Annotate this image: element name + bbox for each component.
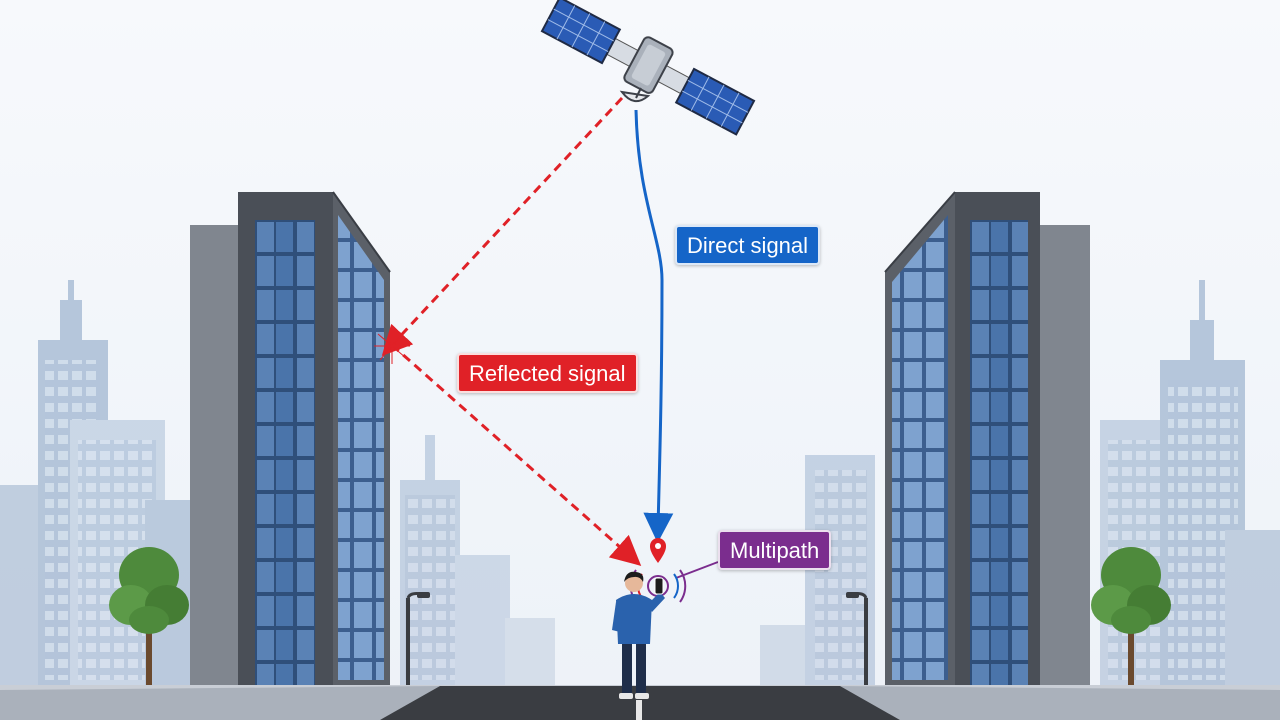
tree-icon: [109, 547, 189, 685]
right-building: [884, 191, 1090, 685]
direct-signal-label: Direct signal: [675, 225, 821, 265]
tree-icon: [1091, 547, 1171, 685]
satellite-icon: [540, 0, 756, 136]
multipath-label: Multipath: [718, 530, 832, 570]
person-with-phone-icon: [612, 571, 665, 699]
reflected-signal-incoming: [381, 96, 624, 356]
streetlight-icon: [406, 592, 430, 686]
background-skyline: [0, 280, 1280, 685]
reflection-point: [374, 328, 410, 364]
reflected-signal-label: Reflected signal: [457, 353, 638, 393]
reflected-signal-outgoing: [391, 343, 642, 566]
direct-signal-line: [634, 109, 674, 543]
left-building: [190, 191, 391, 685]
streetlight-icon: [846, 592, 868, 686]
location-pin-icon: [650, 538, 666, 563]
